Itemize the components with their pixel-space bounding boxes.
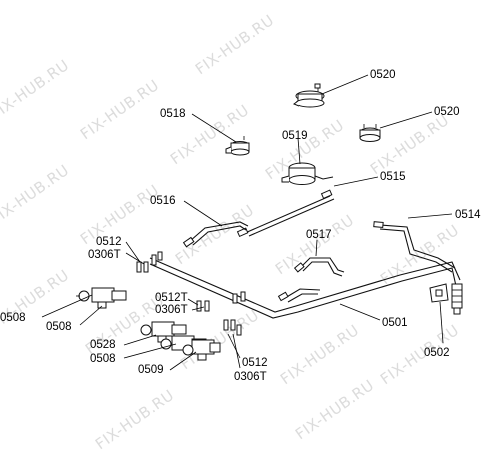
label-0528: 0528 [90,339,116,351]
label-0501: 0501 [382,317,408,329]
label-0515: 0515 [380,171,406,183]
watermark: FIX-HUB.RU [292,376,377,443]
tube-0517 [293,257,345,277]
label-0509: 0509 [138,364,164,376]
part-labels: 0520 0520 0518 0519 0515 0516 0514 0517 … [0,69,481,383]
label-0306T-left: 0306T [88,249,121,261]
watermark: FIX-HUB.RU [272,211,357,278]
gas-rail-0501 [149,257,463,319]
gas-valve-0528 [140,321,187,343]
label-0512-left: 0512 [96,236,122,248]
burner-0520-right [359,124,381,142]
label-0508-top: 0508 [0,312,26,324]
tube-0515 [236,189,335,238]
label-0512T-mid: 0512T [155,292,188,304]
label-0520-right: 0520 [434,106,460,118]
clips-0512-left [136,251,163,273]
bracket-0502 [429,283,449,303]
label-0512-low: 0512 [242,357,268,369]
gas-valve-0508-top [76,287,127,309]
burner-0519 [281,162,334,185]
label-0306T-low: 0306T [234,371,267,383]
label-0516: 0516 [150,195,176,207]
watermark: FIX-HUB.RU [77,76,162,143]
watermark: FIX-HUB.RU [0,161,72,228]
leader-lines [41,74,453,371]
label-0518: 0518 [160,108,186,120]
watermark: FIX-HUB.RU [192,11,277,78]
clips-0512-mid [196,291,246,312]
clips-0512-low [223,319,242,336]
watermark: FIX-HUB.RU [277,321,362,388]
burner-0518 [225,136,250,156]
watermark: FIX-HUB.RU [367,111,452,178]
watermark: FIX-HUB.RU [0,56,72,123]
label-0508-low: 0508 [90,353,116,365]
tube-0516 [182,221,249,248]
gas-valve-0509 [182,339,221,361]
label-0520-top: 0520 [370,69,396,81]
label-0519: 0519 [282,130,308,142]
tube-0514 [373,221,456,273]
burner-0520-top [292,83,325,108]
label-0514: 0514 [455,209,481,221]
label-0508-mid: 0508 [46,321,72,333]
watermark: FIX-HUB.RU [377,321,462,388]
label-0502: 0502 [424,347,450,359]
label-0517: 0517 [306,229,332,241]
label-0306T-mid: 0306T [155,304,188,316]
watermark: FIX-HUB.RU [92,386,177,450]
